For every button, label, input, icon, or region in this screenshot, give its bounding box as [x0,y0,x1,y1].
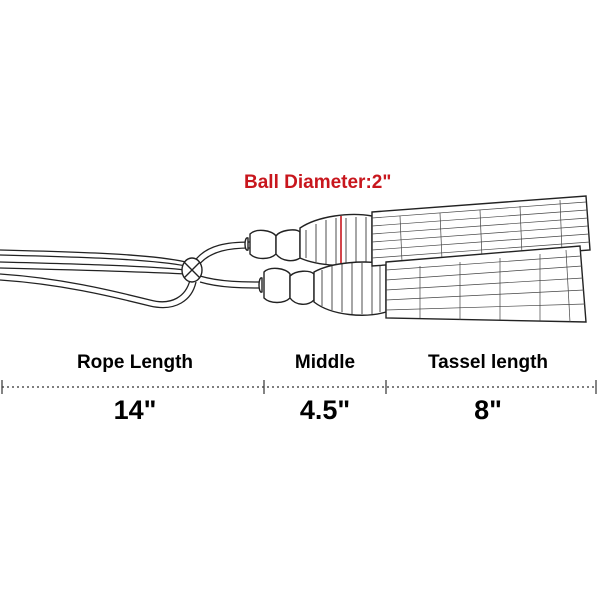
tassel-length-value: 8" [474,395,502,425]
ball-diameter-label: Ball Diameter:2" [244,172,392,193]
tassel-head-lower [258,261,387,316]
tassel-head-upper [244,213,373,267]
middle-length-label: Middle [294,352,356,373]
tassel-length-label: Tassel length [427,352,548,373]
tassel-fringe-lower [385,245,587,323]
dimension-line [1,380,597,394]
rope [0,241,263,309]
rope-length-value: 14" [113,395,157,425]
tassel-fringe-upper [371,195,591,267]
middle-length-value: 4.5" [299,395,351,425]
rope-length-label: Rope Length [76,352,194,373]
rope-knot [181,257,203,283]
